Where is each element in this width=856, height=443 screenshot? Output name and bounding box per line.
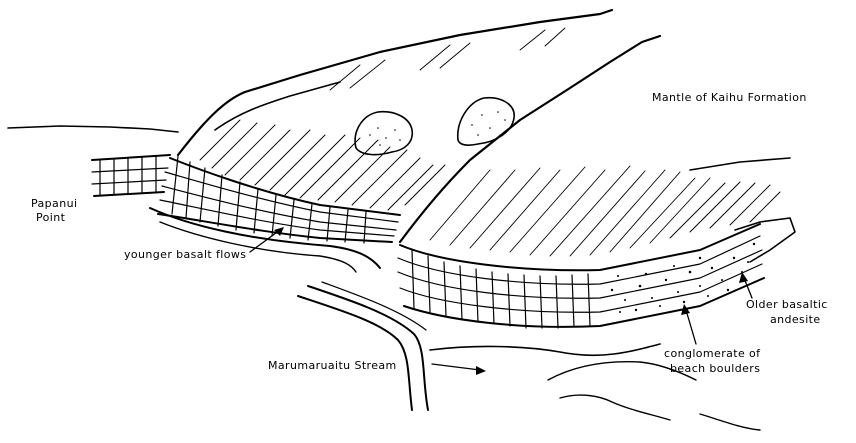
back-slope-hatching — [200, 28, 565, 210]
stream-label: Marumaruaitu Stream — [268, 358, 397, 373]
conglomerate-label-line1: conglomerate of — [664, 346, 760, 361]
lower-shore-3 — [560, 395, 670, 420]
front-spur-shoulder — [690, 158, 790, 170]
arrow-conglomerate — [686, 310, 696, 344]
mantle-label: Mantle of Kaihu Formation — [652, 90, 807, 105]
older-andesite-label-line1: Older basaltic — [746, 297, 828, 312]
arrow-stream — [432, 364, 480, 370]
bare-patch-right — [458, 98, 514, 146]
papanui-cliff — [92, 155, 170, 196]
front-cliff-basalt-layers — [398, 224, 764, 328]
front-slope-hatching — [430, 166, 780, 256]
front-spur-outline — [400, 36, 660, 242]
lower-shore-1 — [430, 344, 660, 355]
lower-shore-4 — [700, 414, 760, 430]
arrowhead-stream — [476, 366, 486, 375]
older-andesite-outcrop — [735, 218, 795, 262]
bare-patch-left — [355, 112, 412, 155]
arrowhead-younger-basalt — [274, 227, 284, 236]
conglomerate-label-line2: beach boulders — [670, 361, 760, 376]
papanui-point-label-line1: Papanui — [31, 196, 77, 211]
younger-basalt-label: younger basalt flows — [124, 247, 246, 262]
horizon-line — [8, 126, 178, 132]
back-ridge-upper-edge — [215, 82, 340, 130]
stream-bank-inner — [322, 282, 426, 330]
patch-stipple — [369, 111, 506, 146]
stream-bank-left — [298, 296, 412, 410]
back-ridge-outline — [178, 10, 612, 155]
papanui-point-label-line2: Point — [36, 210, 65, 225]
older-andesite-label-line2: andesite — [770, 312, 821, 327]
